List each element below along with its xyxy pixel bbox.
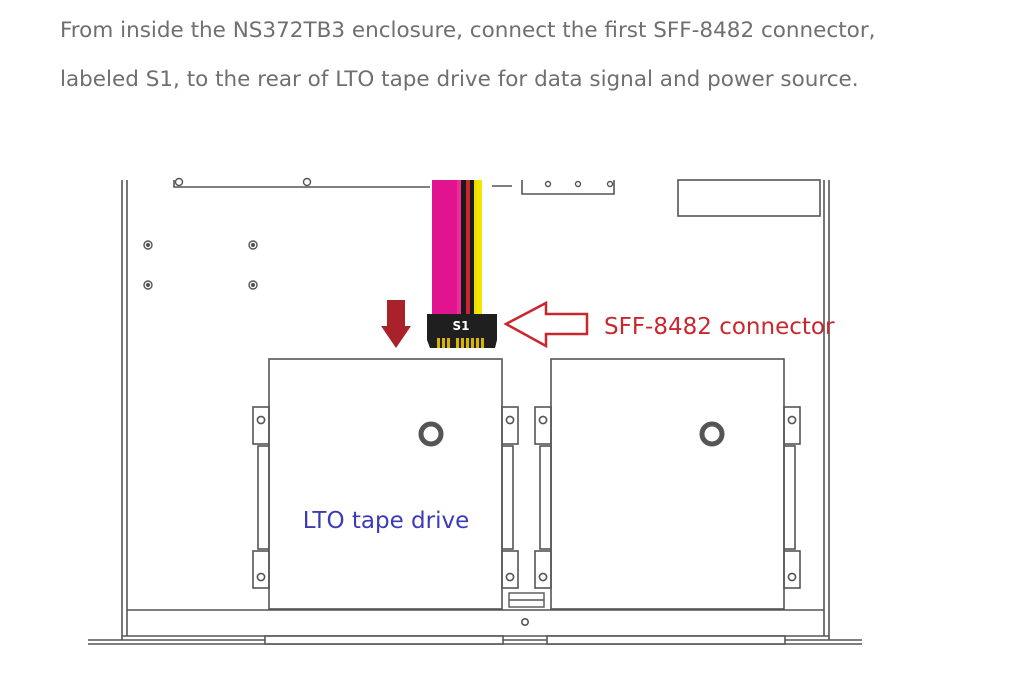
connector-tag: S1 [453,319,470,333]
instruction-text: From inside the NS372TB3 enclosure, conn… [60,6,1000,104]
drive-label: LTO tape drive [303,508,470,534]
sff-8482-connector: S1 [427,314,497,348]
sata-cable [432,180,482,314]
bay-latch [508,592,545,608]
connector-callout-label: SFF-8482 connector [604,314,835,340]
insert-arrow [381,300,411,348]
instruction-line-1: From inside the NS372TB3 enclosure, conn… [60,18,876,43]
enclosure-chassis [88,179,862,645]
tape-drive-bay [252,358,519,610]
instruction-line-2: labeled S1, to the rear of LTO tape driv… [60,67,859,92]
callout-arrow [503,300,589,349]
mounting-screws [143,177,614,290]
second-drive-bay [534,358,801,610]
